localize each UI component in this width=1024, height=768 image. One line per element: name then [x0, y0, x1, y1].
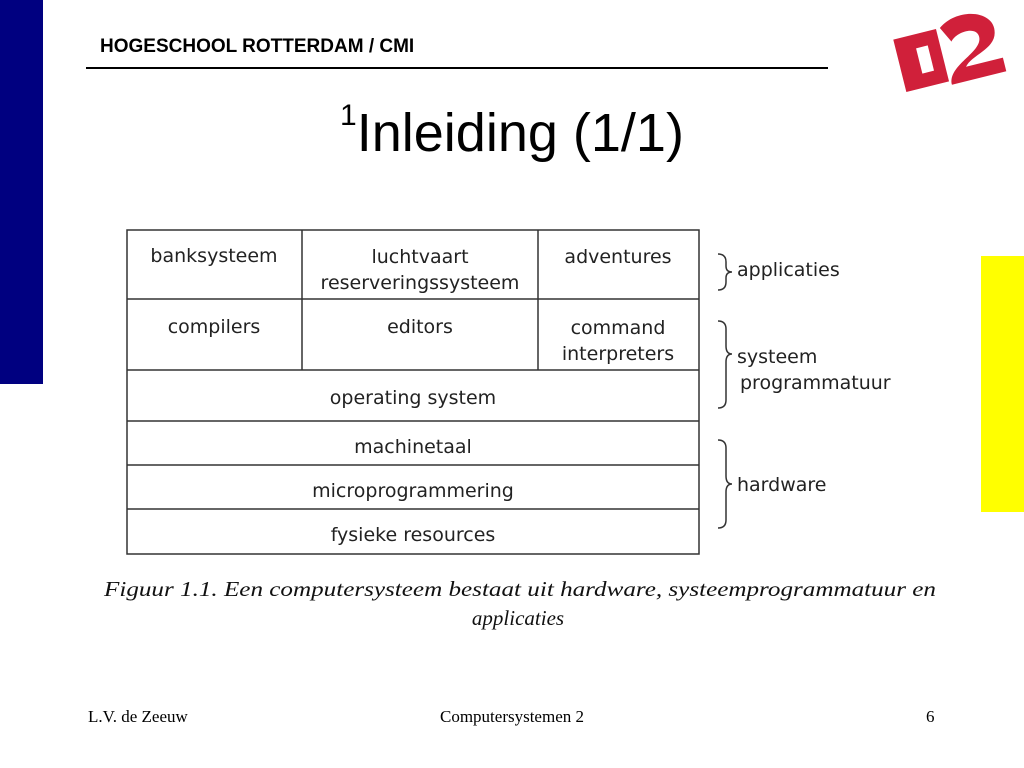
- footer-page-number: 6: [926, 707, 935, 726]
- footer-course: Computersystemen 2: [439, 707, 584, 726]
- label-applicaties: applicaties: [737, 259, 840, 281]
- cell-editors: editors: [387, 316, 453, 338]
- diagram-frame: [126, 229, 700, 555]
- left-accent-bar: [0, 0, 43, 384]
- label-systeem: systeem: [737, 346, 817, 368]
- cell-interpreters: interpreters: [562, 343, 674, 365]
- slide-title: Inleiding (1/1): [356, 103, 684, 163]
- figure-caption-line2: applicaties: [472, 606, 564, 630]
- title-superscript: 1: [340, 99, 357, 132]
- cell-reserveringssysteem: reserveringssysteem: [321, 272, 520, 294]
- cell-operating-system: operating system: [330, 387, 496, 409]
- figure-computer-layers: banksysteem luchtvaart reserveringssyste…: [100, 218, 940, 638]
- cell-microprogrammering: microprogrammering: [312, 480, 514, 502]
- hogeschool-logo: [893, 14, 1007, 92]
- cell-fysieke-resources: fysieke resources: [331, 524, 496, 546]
- header-institution: HOGESCHOOL ROTTERDAM / CMI: [100, 36, 415, 57]
- slide-title-block: 1Inleiding (1/1): [0, 98, 1024, 168]
- footer-author: L.V. de Zeeuw: [88, 707, 188, 726]
- cell-compilers: compilers: [168, 316, 261, 338]
- right-accent-bar: [981, 256, 1024, 512]
- brace-systeem: [717, 320, 733, 409]
- figure-caption-line1: Figuur 1.1. Een computersysteem bestaat …: [103, 577, 936, 601]
- layer-diagram: banksysteem luchtvaart reserveringssyste…: [103, 229, 936, 630]
- cell-banksysteem: banksysteem: [150, 245, 277, 267]
- brace-applicaties: [717, 253, 733, 291]
- header-divider: [86, 67, 828, 69]
- cell-luchtvaart: luchtvaart: [371, 246, 468, 268]
- label-hardware: hardware: [737, 474, 827, 496]
- label-programmatuur: programmatuur: [740, 372, 891, 394]
- cell-adventures: adventures: [564, 246, 671, 268]
- brace-hardware: [717, 439, 733, 529]
- cell-machinetaal: machinetaal: [354, 436, 472, 458]
- cell-command: command: [571, 317, 666, 339]
